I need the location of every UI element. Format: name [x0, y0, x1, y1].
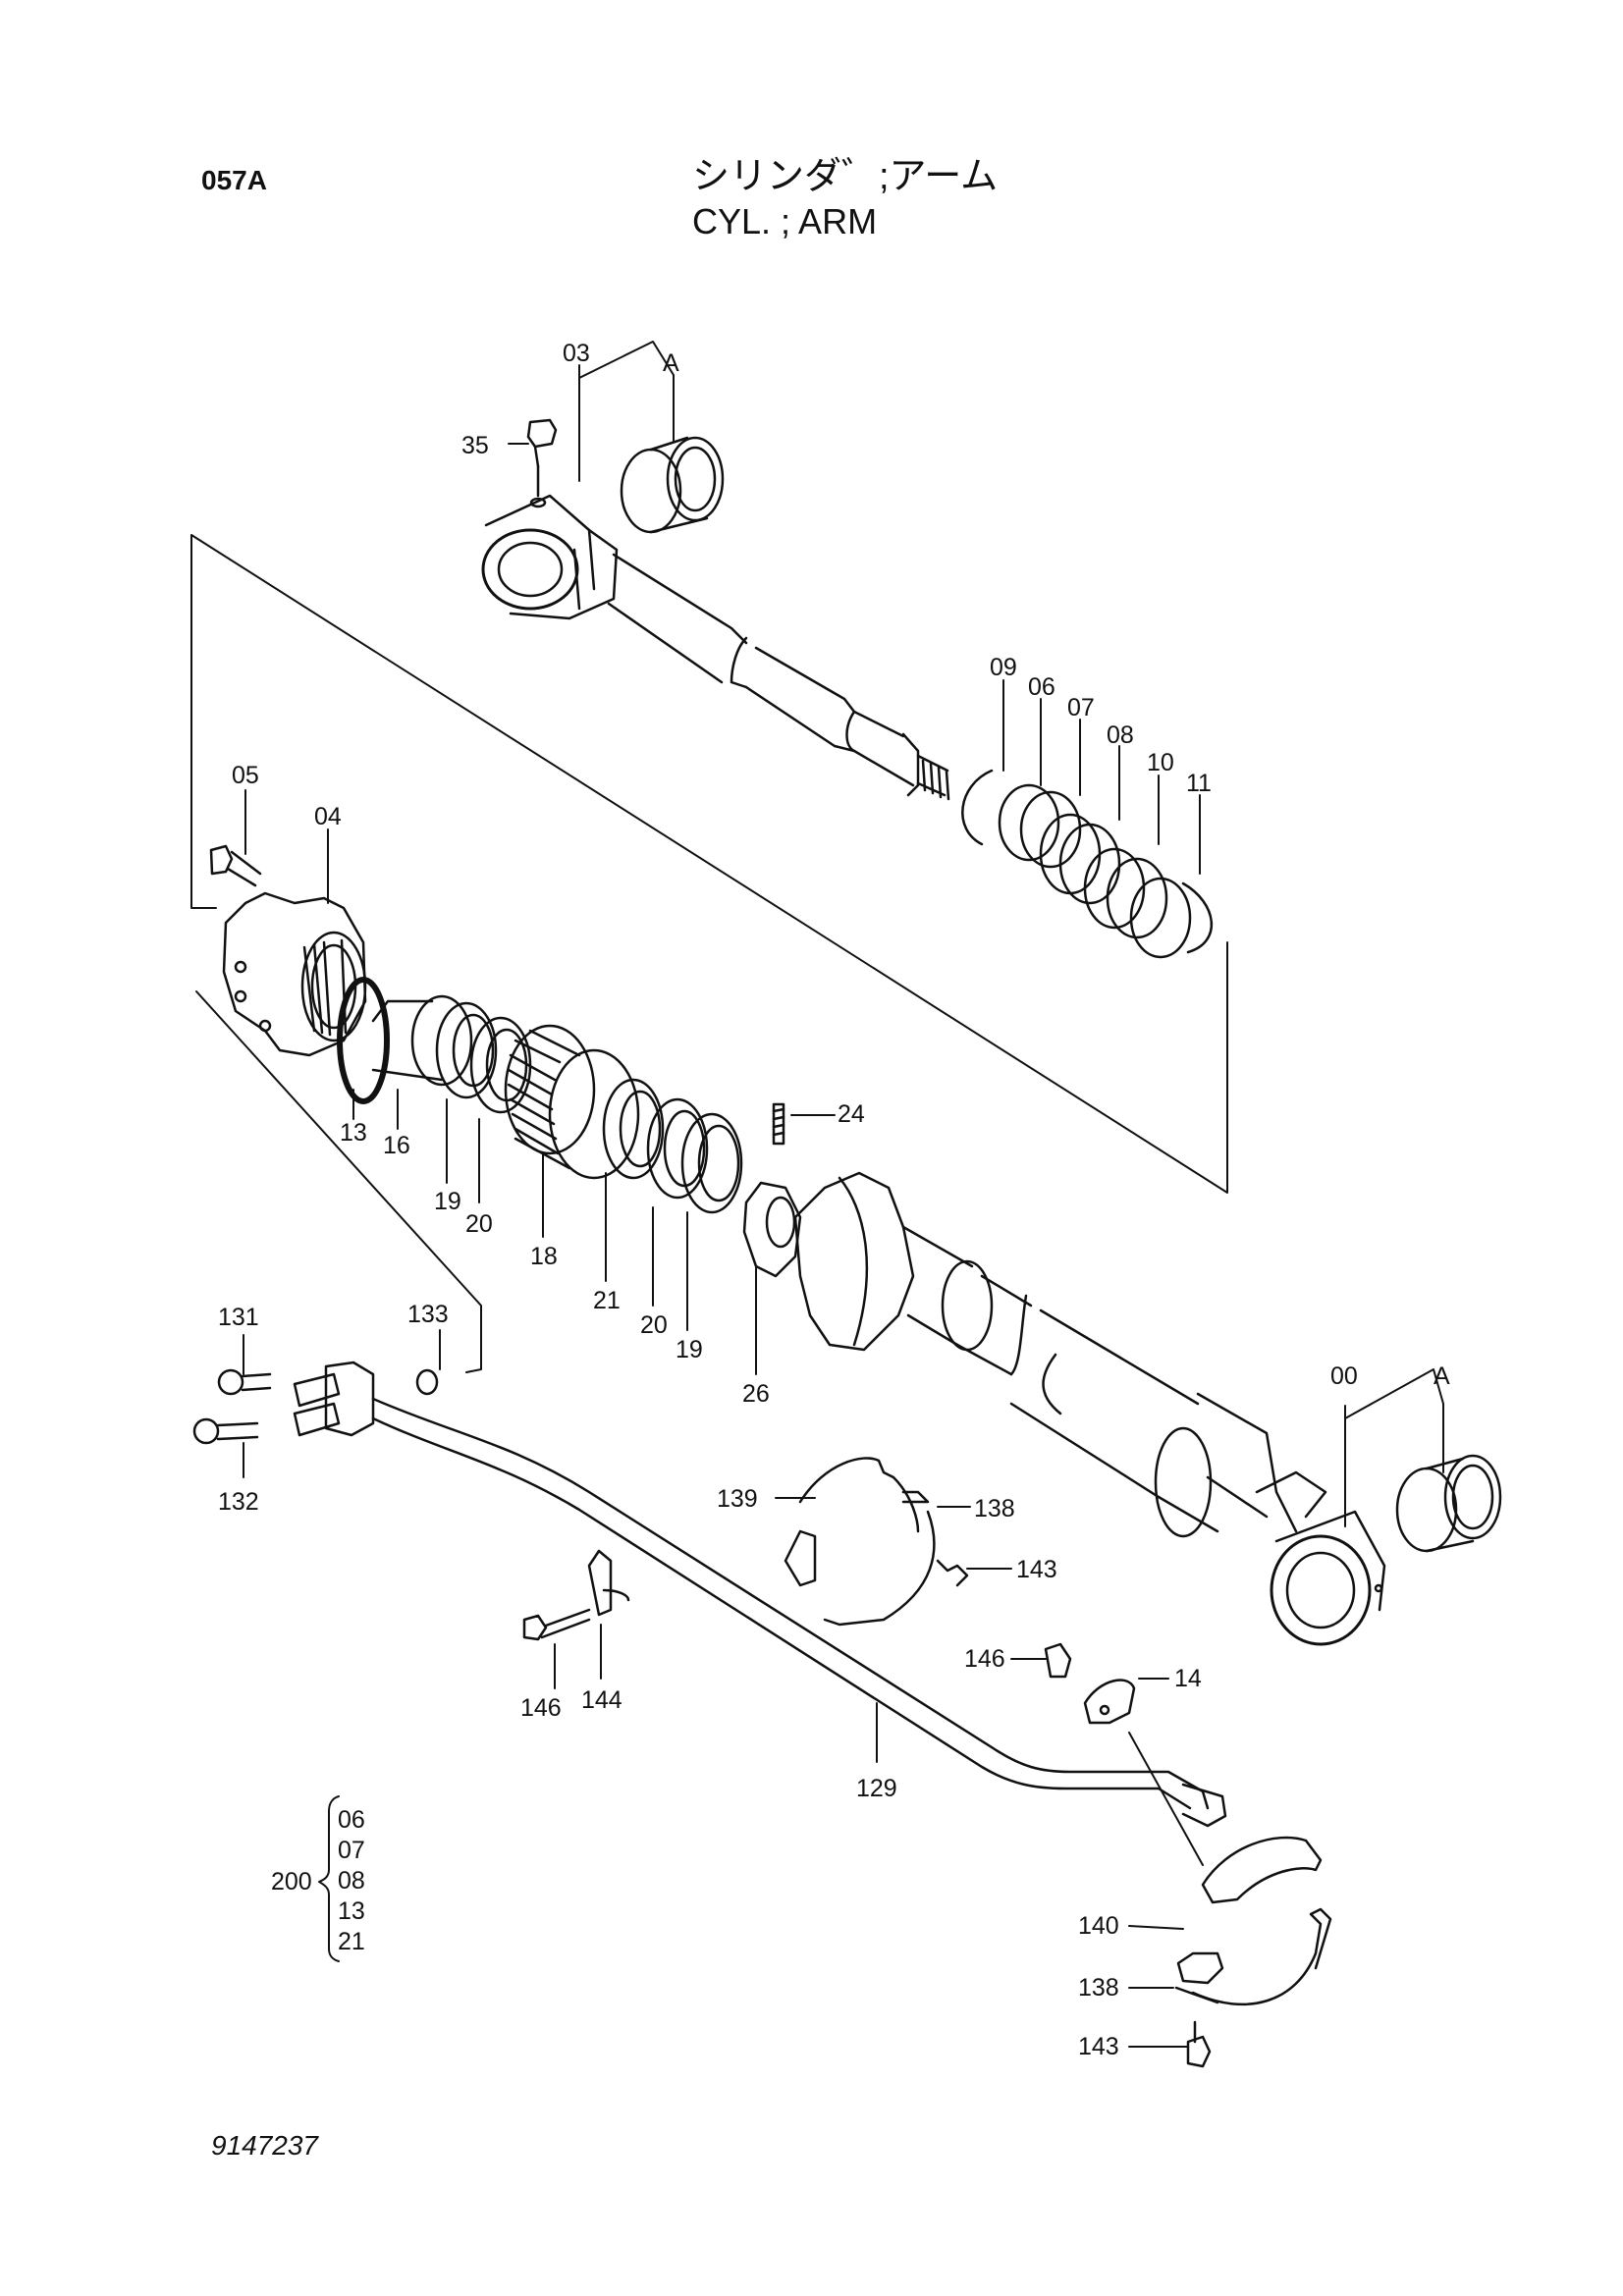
cylinder-tube-part: [793, 1171, 1386, 1646]
flange-part: [293, 1361, 375, 1437]
head-bolt-part: [209, 844, 262, 887]
callout-129: 129: [856, 1775, 897, 1802]
bushing-part-bottom: [1395, 1454, 1502, 1553]
callout-20-right: 20: [640, 1311, 668, 1339]
cylinder-head-part: [222, 891, 367, 1057]
pipe-part: [371, 1397, 1227, 1828]
callout-10: 10: [1147, 749, 1174, 776]
page-title-japanese: シリンダ゛;アーム: [692, 156, 999, 197]
callout-132: 132: [218, 1488, 259, 1516]
piston-nut-part: [742, 1181, 802, 1278]
kit-item: 21: [338, 1928, 365, 1955]
callout-144: 144: [581, 1686, 622, 1714]
callout-140: 140: [1078, 1912, 1119, 1940]
drawing-number: 9147237: [211, 2130, 319, 2161]
callout-11: 11: [1186, 770, 1212, 797]
callout-A-top: A: [663, 349, 679, 377]
callout-A-bottom: A: [1434, 1362, 1450, 1390]
callout-131: 131: [218, 1304, 259, 1331]
callout-21: 21: [593, 1287, 621, 1314]
bushing-part: [371, 994, 473, 1087]
wear-ring-right: [602, 1078, 743, 1214]
flange-bolt-131: [217, 1368, 272, 1396]
kit-brace: [318, 1795, 340, 1962]
callout-06: 06: [1028, 673, 1055, 701]
page-code: 057A: [201, 165, 267, 195]
callout-146-left: 146: [520, 1694, 562, 1722]
small-clamp-left: [587, 1549, 630, 1617]
kit-label: 200: [271, 1868, 312, 1896]
callout-00: 00: [1330, 1362, 1358, 1390]
pipe-clamp-top: [784, 1457, 969, 1627]
piston-rod-part: [481, 464, 950, 801]
bolt-146-right: [1044, 1642, 1072, 1679]
kit-item: 13: [338, 1897, 365, 1925]
kit-item: 07: [338, 1837, 365, 1864]
callout-26: 26: [742, 1380, 770, 1408]
seal-rings-group: [961, 769, 1214, 959]
callout-08: 08: [1107, 721, 1134, 749]
callout-09: 09: [990, 654, 1017, 681]
set-screw-part: [772, 1102, 785, 1146]
callout-143-bottom: 143: [1078, 2033, 1119, 2060]
grease-fitting-part: [526, 418, 558, 468]
kit-item: 06: [338, 1806, 365, 1834]
callout-19-right: 19: [676, 1336, 703, 1363]
callout-19-left: 19: [434, 1188, 461, 1215]
bushing-part-top: [620, 436, 725, 534]
page-title-english: CYL. ; ARM: [692, 201, 878, 241]
piston-part: [504, 1024, 640, 1180]
bolt-146-left: [522, 1608, 591, 1641]
flange-o-ring: [415, 1368, 439, 1396]
callout-35: 35: [461, 432, 489, 459]
assembly-outline: [190, 534, 1228, 1373]
leader-lines: [243, 341, 1444, 2048]
small-clamp-right: [1083, 1679, 1136, 1725]
kit-item: 08: [338, 1867, 365, 1895]
callout-138-bottom: 138: [1078, 1974, 1119, 2002]
callout-labels: 03 A 35 09 06 07 08 10 11 05 04 13 16 19…: [218, 340, 1450, 2060]
callout-138-top: 138: [974, 1495, 1015, 1522]
callout-03: 03: [563, 340, 590, 367]
flange-bolt-132: [192, 1417, 259, 1445]
callout-143-top: 143: [1016, 1556, 1057, 1583]
pipe-clamp-bottom: [1174, 1836, 1332, 2068]
callout-18: 18: [530, 1243, 558, 1270]
callout-133: 133: [407, 1301, 449, 1328]
callout-24: 24: [838, 1100, 865, 1128]
callout-05: 05: [232, 762, 259, 789]
callout-146-right: 146: [964, 1645, 1005, 1673]
callout-20-left: 20: [465, 1210, 493, 1238]
o-ring-part: [337, 977, 390, 1104]
callout-16: 16: [383, 1132, 410, 1159]
callout-139: 139: [717, 1485, 758, 1513]
callout-14: 14: [1174, 1665, 1202, 1692]
callout-07: 07: [1067, 694, 1095, 721]
callout-13: 13: [340, 1119, 367, 1147]
kit-list: 200 06 07 08 13 21: [271, 1806, 365, 1955]
callout-04: 04: [314, 803, 342, 830]
